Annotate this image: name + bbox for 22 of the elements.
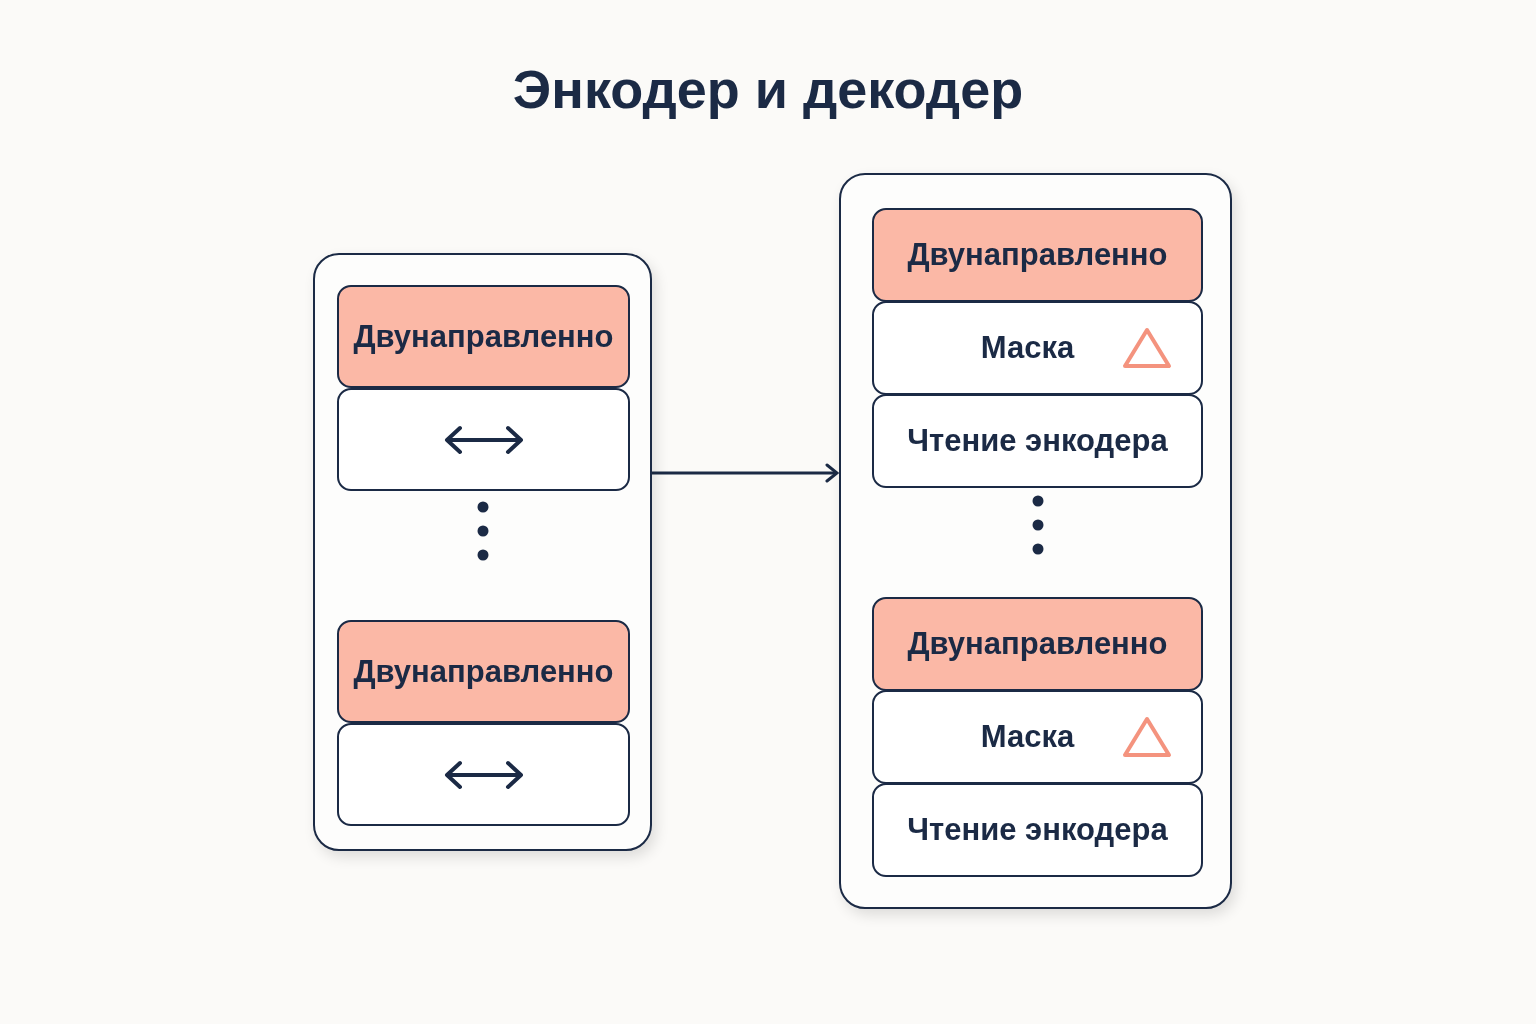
layer-box — [337, 285, 630, 388]
diagram-title: Энкодер и декодер — [511, 58, 1025, 120]
layer-box — [872, 394, 1203, 488]
layer-box — [337, 620, 630, 723]
stack-panel — [313, 253, 652, 851]
layer-label: Двунаправленно — [907, 237, 1168, 273]
layer-box — [337, 723, 630, 826]
layer-box — [872, 690, 1203, 784]
layer-label: Двунаправленно — [907, 626, 1168, 662]
layer-box — [872, 208, 1203, 302]
layer-box — [872, 597, 1203, 691]
layer-label: Маска — [980, 330, 1075, 366]
arrow — [652, 463, 839, 483]
layer-box — [337, 388, 630, 491]
layer-label: Чтение энкодера — [907, 812, 1168, 848]
layer-label: Маска — [980, 719, 1075, 755]
layer-label: Чтение энкодера — [907, 423, 1168, 459]
layer-box — [872, 301, 1203, 395]
layer-label: Двунаправленно — [353, 653, 614, 690]
stack-panel — [839, 173, 1232, 909]
layer-label: Двунаправленно — [353, 318, 614, 355]
layer-box — [872, 783, 1203, 877]
